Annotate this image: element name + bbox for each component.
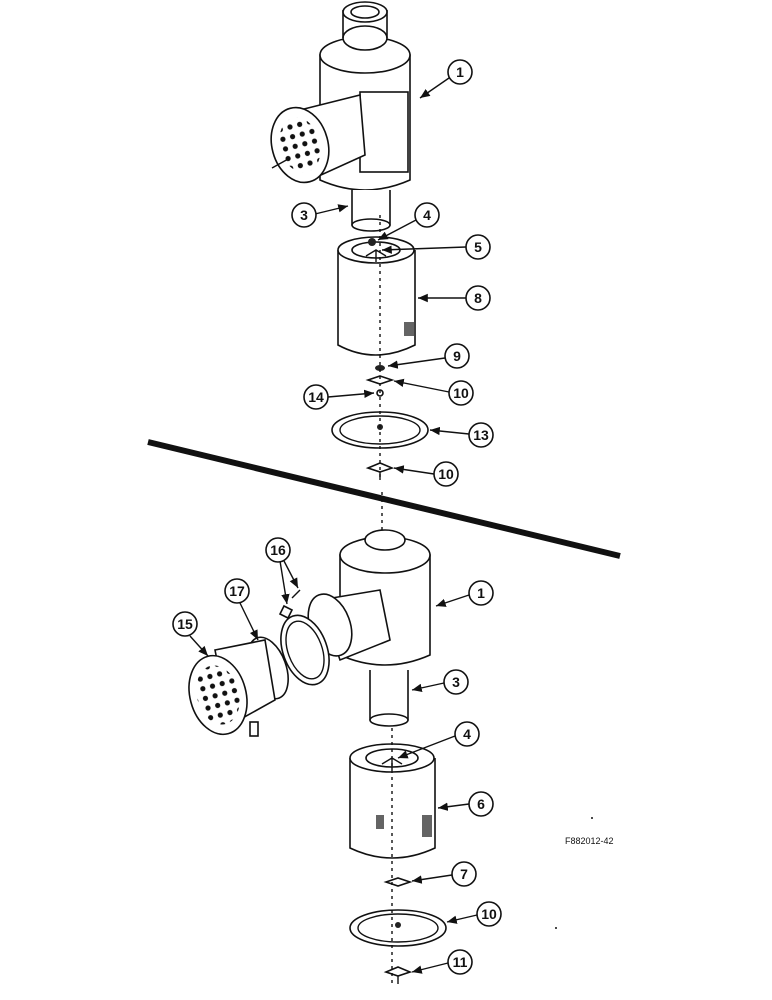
callout-10-bottom: 10 [446, 901, 502, 927]
filter-element-top [337, 236, 416, 356]
svg-text:6: 6 [477, 796, 485, 812]
dust-cover-top [331, 411, 429, 449]
speck [591, 817, 593, 819]
wing-nut-7 [383, 877, 413, 887]
svg-text:11: 11 [453, 954, 468, 970]
callout-11-bottom: 11 [411, 949, 473, 975]
bottom-assembly [188, 492, 447, 985]
callout-6-bottom: 6 [437, 791, 494, 817]
callout-4-top: 4 [377, 202, 440, 241]
wing-nut-11 [383, 966, 413, 984]
svg-text:13: 13 [473, 427, 489, 443]
callout-3-top: 3 [291, 202, 349, 228]
svg-text:16: 16 [270, 542, 286, 558]
svg-text:5: 5 [474, 239, 482, 255]
svg-text:10: 10 [481, 906, 497, 922]
wing-nut-top [365, 365, 395, 397]
section-divider [147, 439, 621, 559]
callout-1-bottom: 1 [435, 580, 494, 607]
svg-text:1: 1 [477, 585, 485, 601]
callout-10b-top: 10 [393, 461, 459, 487]
svg-text:17: 17 [229, 583, 245, 599]
callout-9-top: 9 [387, 343, 470, 369]
outlet-tube-top [351, 190, 391, 232]
speck [555, 927, 557, 929]
svg-text:3: 3 [452, 674, 460, 690]
callout-14-top: 14 [303, 384, 375, 410]
svg-text:10: 10 [438, 466, 454, 482]
callout-13-top: 13 [429, 422, 494, 448]
svg-text:4: 4 [463, 726, 471, 742]
callout-5-top: 5 [381, 234, 491, 260]
svg-text:3: 3 [300, 207, 308, 223]
callout-15-bottom: 15 [172, 611, 209, 657]
callout-4-bottom: 4 [397, 721, 480, 759]
callout-7-bottom: 7 [411, 861, 477, 887]
callout-17-bottom: 17 [224, 578, 259, 641]
svg-text:10: 10 [453, 385, 469, 401]
wing-nut-bottom-top [365, 462, 395, 480]
callout-10a-top: 10 [393, 378, 474, 406]
outlet-tube-bottom [369, 670, 409, 727]
callout-16-bottom: 16 [265, 537, 299, 605]
top-assembly [270, 1, 429, 480]
air-cleaner-housing-bottom [307, 529, 431, 666]
inlet-cap-bottom [188, 639, 276, 737]
callout-3-bottom: 3 [411, 669, 469, 695]
dust-cover-bottom [349, 909, 447, 947]
svg-text:1: 1 [456, 64, 464, 80]
clamp-ring [278, 589, 330, 686]
figure-code: F882012-42 [565, 836, 614, 846]
callout-1-top: 1 [419, 59, 473, 99]
svg-text:14: 14 [308, 389, 324, 405]
inlet-cap-top [270, 93, 366, 184]
svg-text:9: 9 [453, 348, 461, 364]
svg-text:4: 4 [423, 207, 431, 223]
callout-8-top: 8 [418, 285, 491, 311]
svg-text:7: 7 [460, 866, 468, 882]
svg-text:8: 8 [474, 290, 482, 306]
svg-text:15: 15 [177, 616, 193, 632]
